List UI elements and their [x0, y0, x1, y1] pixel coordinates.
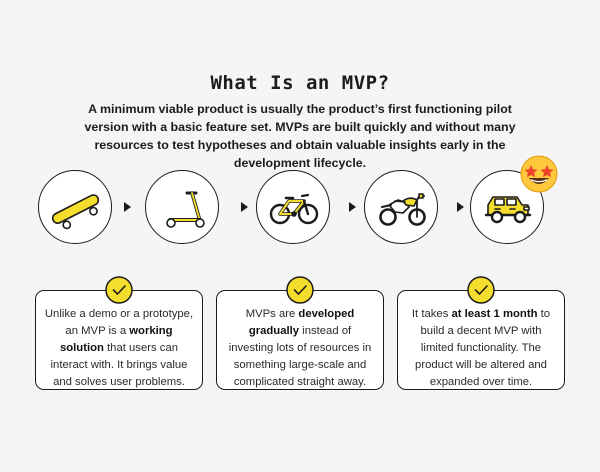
stage-scooter: [145, 170, 219, 244]
stage-skateboard: [38, 170, 112, 244]
info-card-time-to-build: It takes at least 1 month to build a dec…: [397, 290, 565, 390]
scooter-icon: [166, 191, 205, 228]
arrow-icon: [124, 202, 131, 212]
arrow-icon: [349, 202, 356, 212]
arrow-icon: [457, 202, 464, 212]
stage-bicycle: [256, 170, 330, 244]
checkmark-icon: [286, 276, 314, 304]
checkmark-icon: [105, 276, 133, 304]
motorcycle-icon: [379, 193, 426, 226]
checkmark-icon: [467, 276, 495, 304]
star-struck-emoji-icon: [520, 155, 558, 193]
card-text: MVPs are developed gradually instead of …: [228, 308, 372, 388]
stage-motorcycle: [364, 170, 438, 244]
info-card-working-solution: Unlike a demo or a prototype, an MVP is …: [35, 290, 203, 390]
info-card-developed-gradually: MVPs are developed gradually instead of …: [216, 290, 384, 390]
card-text: Unlike a demo or a prototype, an MVP is …: [44, 308, 194, 388]
page-title: What Is an MVP?: [210, 72, 390, 94]
car-icon: [484, 196, 532, 224]
bicycle-icon: [269, 193, 319, 225]
skateboard-icon: [51, 194, 100, 230]
card-text: It takes at least 1 month to build a dec…: [411, 308, 551, 388]
page-subtitle: A minimum viable product is usually the …: [84, 102, 516, 170]
arrow-icon: [241, 202, 248, 212]
